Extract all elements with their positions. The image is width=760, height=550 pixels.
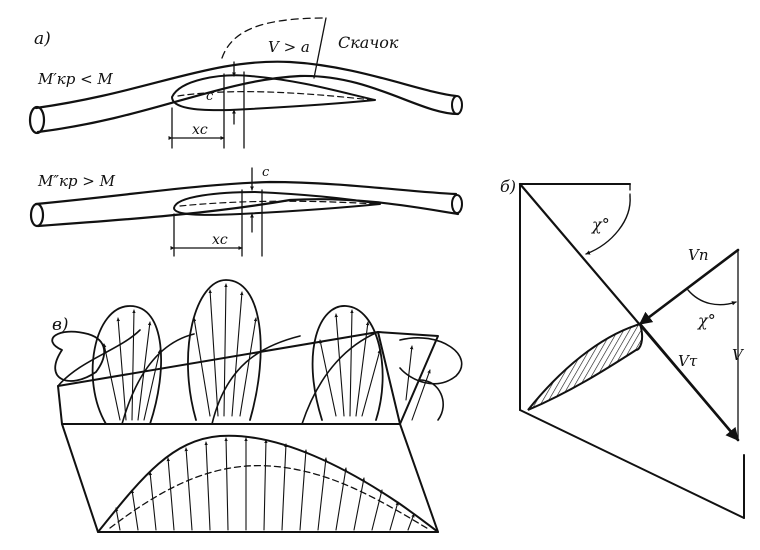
panel-c-tag: в) — [52, 315, 69, 335]
tangential-velocity-vector — [638, 322, 740, 442]
lower-pressure-curve — [97, 434, 439, 533]
swept-airfoil-section — [527, 322, 644, 411]
panel-b-tag: б) — [500, 177, 516, 196]
velocity-over-speed-of-sound-label: V > a — [268, 38, 310, 56]
upper-pressure-lobes — [51, 279, 463, 425]
top-wing-tube-end — [28, 105, 46, 135]
sweep-angle-label: χ° — [591, 215, 610, 234]
bottom-mach-label: M″кр > M — [37, 172, 116, 190]
panel-b: б) — [500, 177, 745, 519]
bottom-position-label: xc — [212, 232, 228, 248]
shock-label: Скачок — [338, 33, 399, 52]
panel-a: a) M′кр < M V > a Скачок c xc — [28, 17, 463, 149]
panel-a-tag: a) — [34, 29, 51, 49]
top-position-label: xc — [192, 122, 208, 138]
sweep-angle-label-2: χ° — [697, 311, 716, 330]
normal-velocity-label: Vn — [688, 246, 709, 264]
bottom-airfoil-section — [173, 191, 381, 216]
panel-c: в) — [51, 279, 463, 533]
shock-wave-line — [221, 17, 327, 59]
bottom-thickness-label: c — [262, 165, 270, 180]
bottom-wing-drawing — [29, 167, 463, 257]
top-mach-label: M′кр < M — [37, 70, 113, 88]
bottom-wing-tube-end — [29, 202, 45, 228]
velocity-label: V — [732, 346, 745, 364]
upper-pressure-arrows — [102, 283, 431, 421]
top-thickness-label: c — [206, 89, 214, 104]
lower-pressure-arrows — [114, 437, 415, 531]
top-airfoil-section — [171, 74, 376, 112]
top-wing-drawing — [28, 17, 463, 149]
tangential-velocity-label: Vτ — [678, 352, 698, 370]
normal-velocity-vector — [638, 248, 740, 326]
